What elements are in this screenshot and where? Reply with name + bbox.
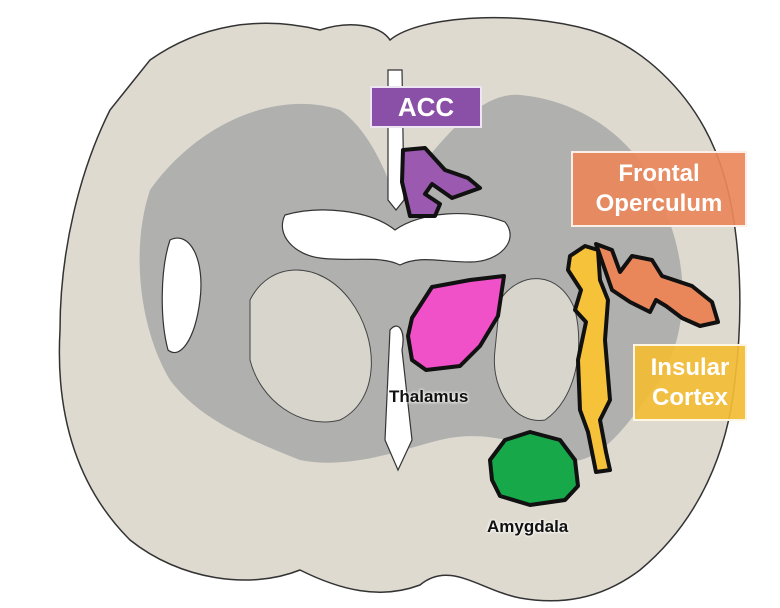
frontal-operculum-label: Frontal Operculum [571,151,747,227]
basal-ganglia [249,269,372,423]
amygdala-label: Amygdala [487,517,569,536]
thalamus-label: Thalamus [389,387,469,406]
frontal-operculum-line1: Frontal [618,160,700,187]
ventricles [281,209,511,266]
midline [384,69,413,472]
insular-cortex-line2: Cortex [651,383,729,411]
thalamus-region [406,274,506,372]
acc-region [400,146,482,218]
frontal-operculum-line2: Operculum [595,190,723,217]
lateral-fissure-left [161,237,202,353]
insular-cortex-line1: Insular [650,353,730,381]
insular-cortex-region [566,244,612,474]
insular-cortex-label: Insular Cortex [633,344,747,421]
acc-label: ACC [370,86,482,128]
basal-ganglia-right [493,278,580,421]
frontal-operculum-region [594,242,720,328]
amygdala-region [488,430,580,507]
